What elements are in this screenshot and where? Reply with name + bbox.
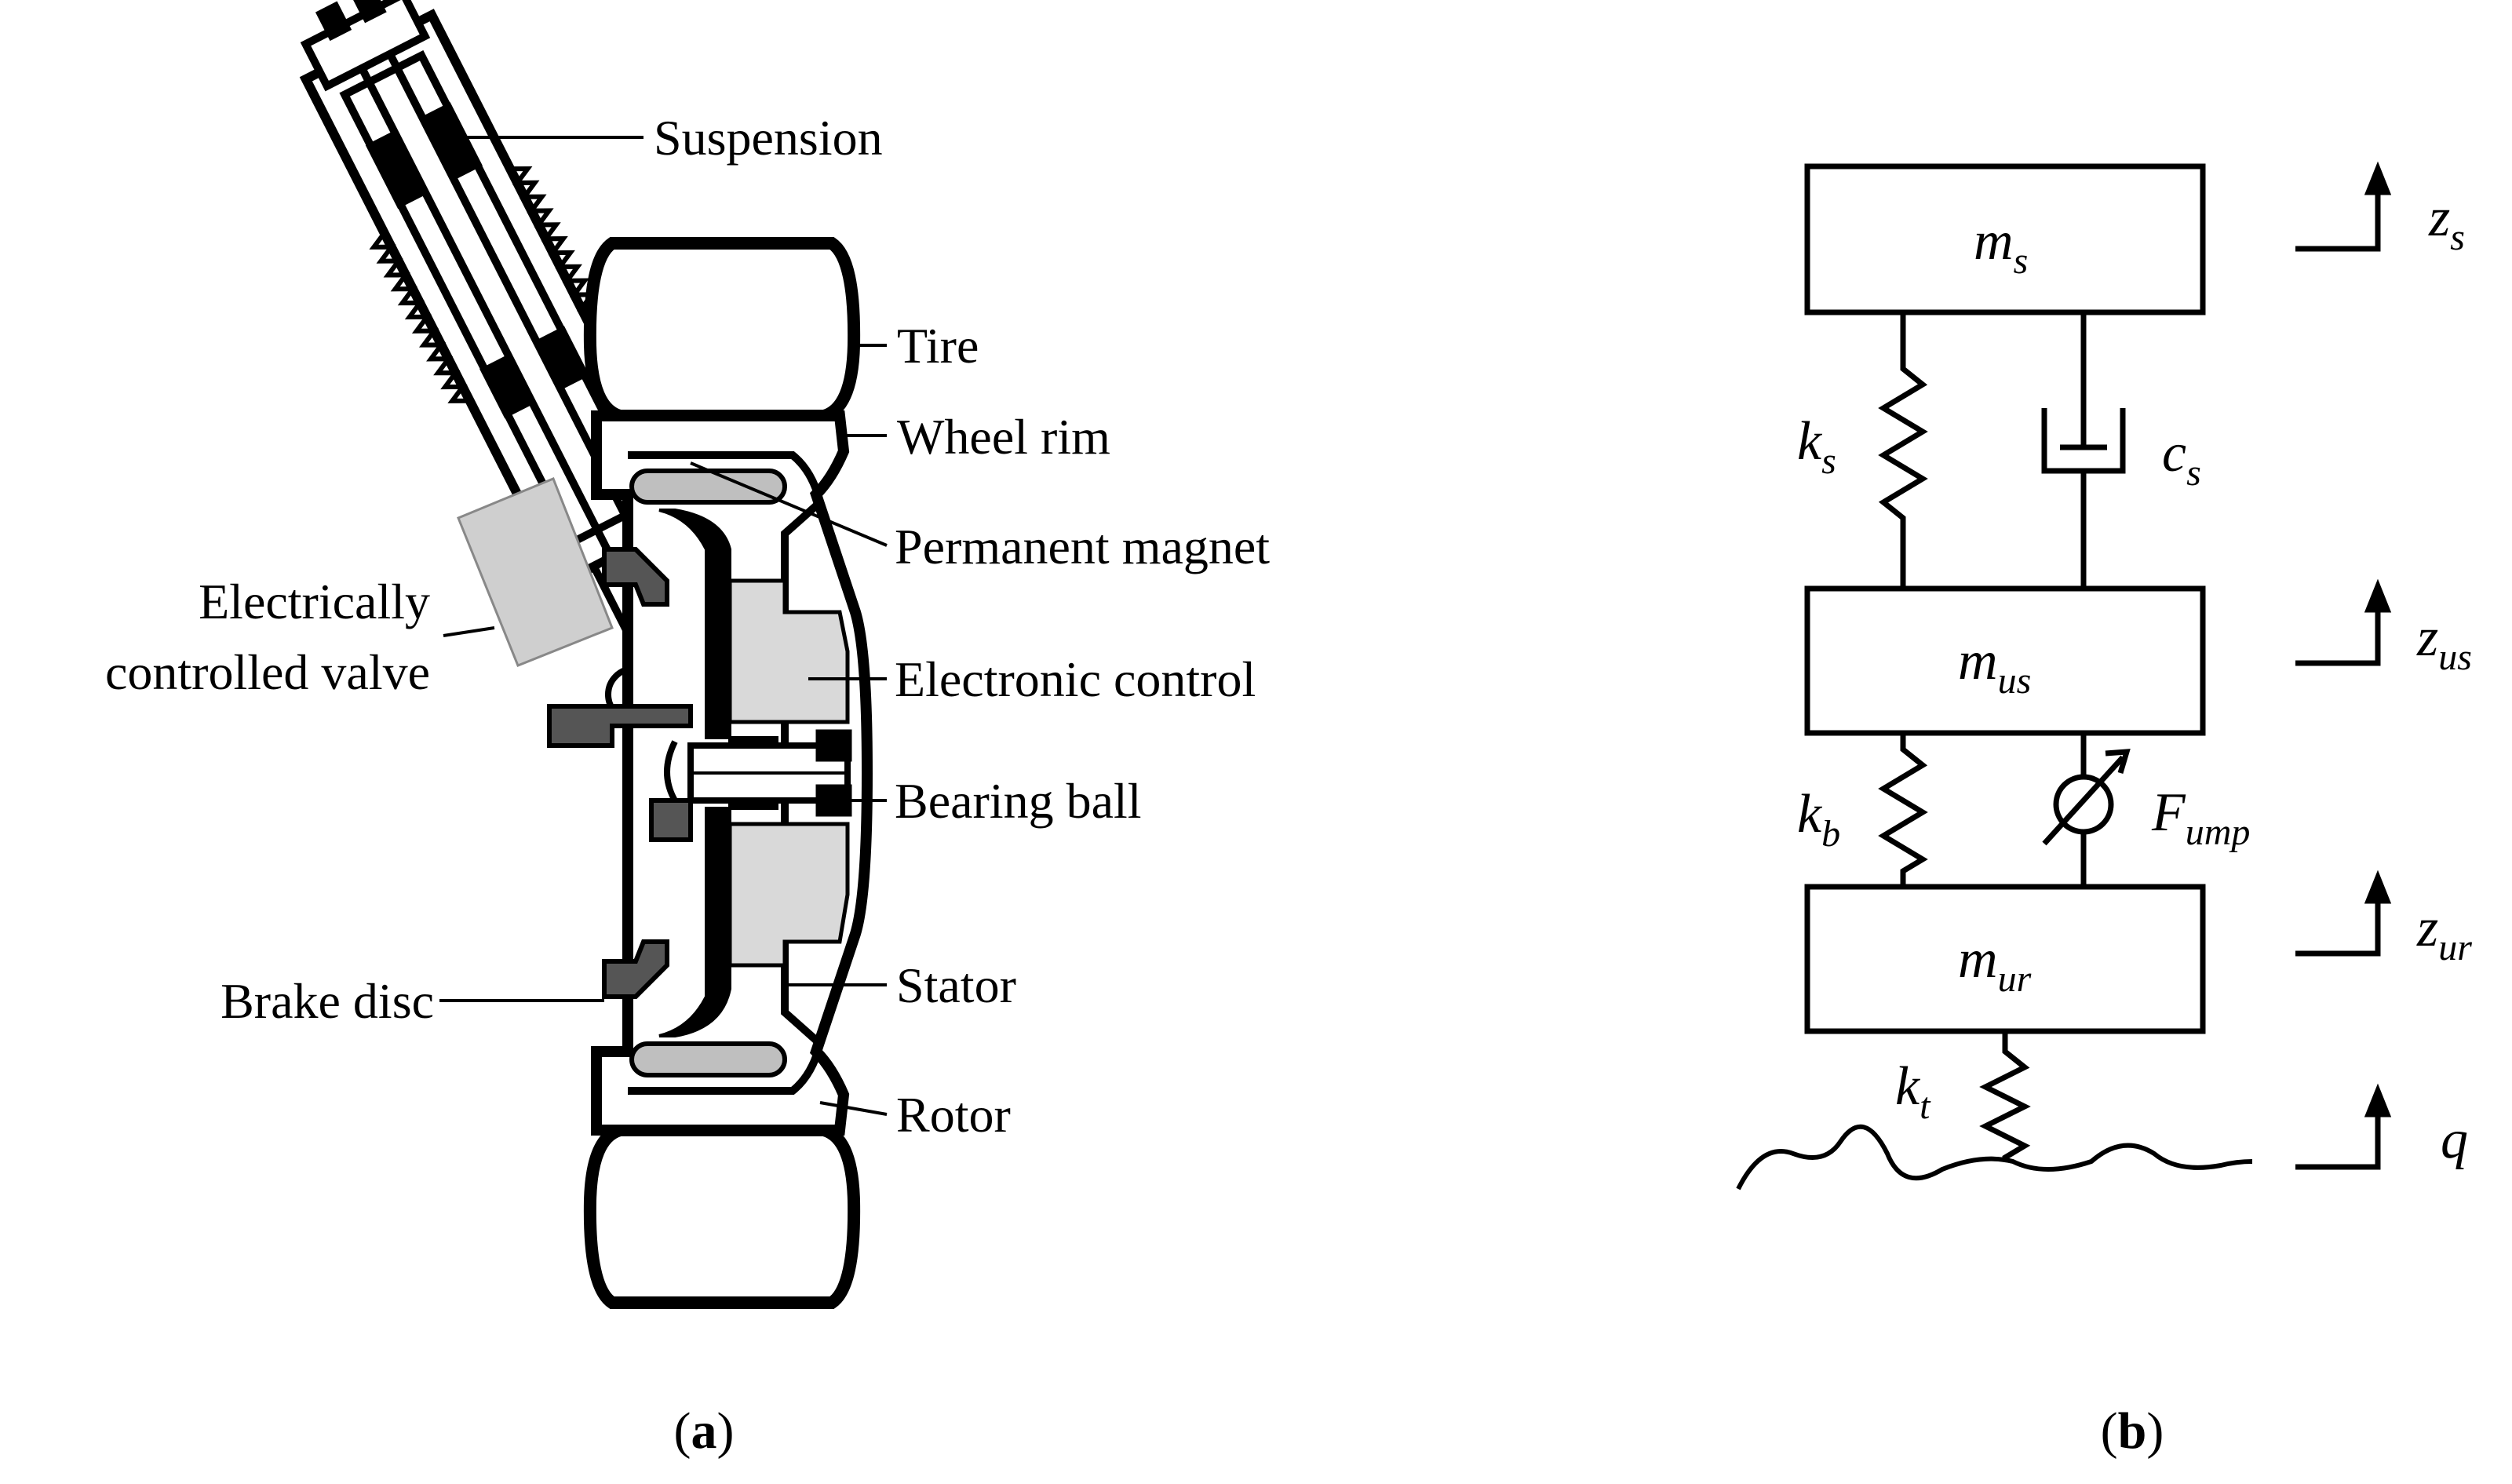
tire-bottom <box>583 1124 861 1309</box>
caption-b: (b) <box>2101 1402 2164 1460</box>
electronic-control-bottom <box>727 822 850 968</box>
electric-valve-block <box>457 477 614 667</box>
label-wheel-rim: Wheel rim <box>897 409 1110 465</box>
label-electronic-control: Electronic control <box>895 651 1256 707</box>
label-ms: ms <box>1974 211 2028 282</box>
mass-box-ur <box>1804 884 2206 1034</box>
brake-disc-bottom <box>602 939 669 999</box>
force-element-fump <box>2042 733 2131 887</box>
displacement-arrows <box>2295 161 2392 1170</box>
tire-top <box>583 237 861 422</box>
label-zus: zus <box>2416 607 2472 678</box>
label-ks: ks <box>1797 411 1836 482</box>
arrow-q <box>2295 1083 2392 1170</box>
label-stator: Stator <box>896 957 1016 1013</box>
electronic-control-top <box>727 578 850 724</box>
panel-a-drawing <box>299 0 873 1309</box>
spring-kb <box>1878 733 1928 887</box>
mass-box-sprung <box>1804 163 2206 315</box>
knuckle-upper <box>547 704 693 748</box>
permanent-magnet-top <box>629 469 787 505</box>
label-fump: Fump <box>2151 782 2250 853</box>
knuckle-lower <box>649 798 693 842</box>
permanent-magnet-bottom <box>629 1041 787 1077</box>
brake-disc-top <box>602 547 669 607</box>
road-profile <box>1736 1124 2253 1190</box>
arrow-zur <box>2295 870 2392 957</box>
label-suspension: Suspension <box>654 110 883 166</box>
leader-lines <box>439 136 888 1116</box>
label-mus: mus <box>1958 631 2031 702</box>
label-mur: mur <box>1958 929 2032 1000</box>
label-kt: kt <box>1895 1056 1931 1127</box>
caption-a: (a) <box>674 1402 735 1460</box>
label-valve-line1: Electrically <box>199 574 430 629</box>
label-tire: Tire <box>897 318 979 374</box>
label-zs: zs <box>2428 188 2465 258</box>
label-rotor: Rotor <box>896 1087 1011 1143</box>
label-cs: cs <box>2162 423 2201 494</box>
damper-cs <box>2041 312 2126 589</box>
label-q: q <box>2441 1110 2468 1170</box>
label-brake-disc: Brake disc <box>221 973 434 1029</box>
arrow-zs <box>2295 161 2392 252</box>
arrow-zus <box>2295 578 2392 666</box>
panel-b-model <box>1736 163 2253 1190</box>
label-permanent-magnet: Permanent magnet <box>895 519 1270 574</box>
label-bearing-ball: Bearing ball <box>895 773 1142 829</box>
label-valve-line2: controlled valve <box>105 644 430 700</box>
label-kb: kb <box>1797 784 1840 855</box>
spring-ks <box>1878 312 1928 589</box>
spring-kt <box>1979 1031 2031 1161</box>
mass-box-us <box>1804 585 2206 736</box>
label-zur: zur <box>2416 898 2472 968</box>
